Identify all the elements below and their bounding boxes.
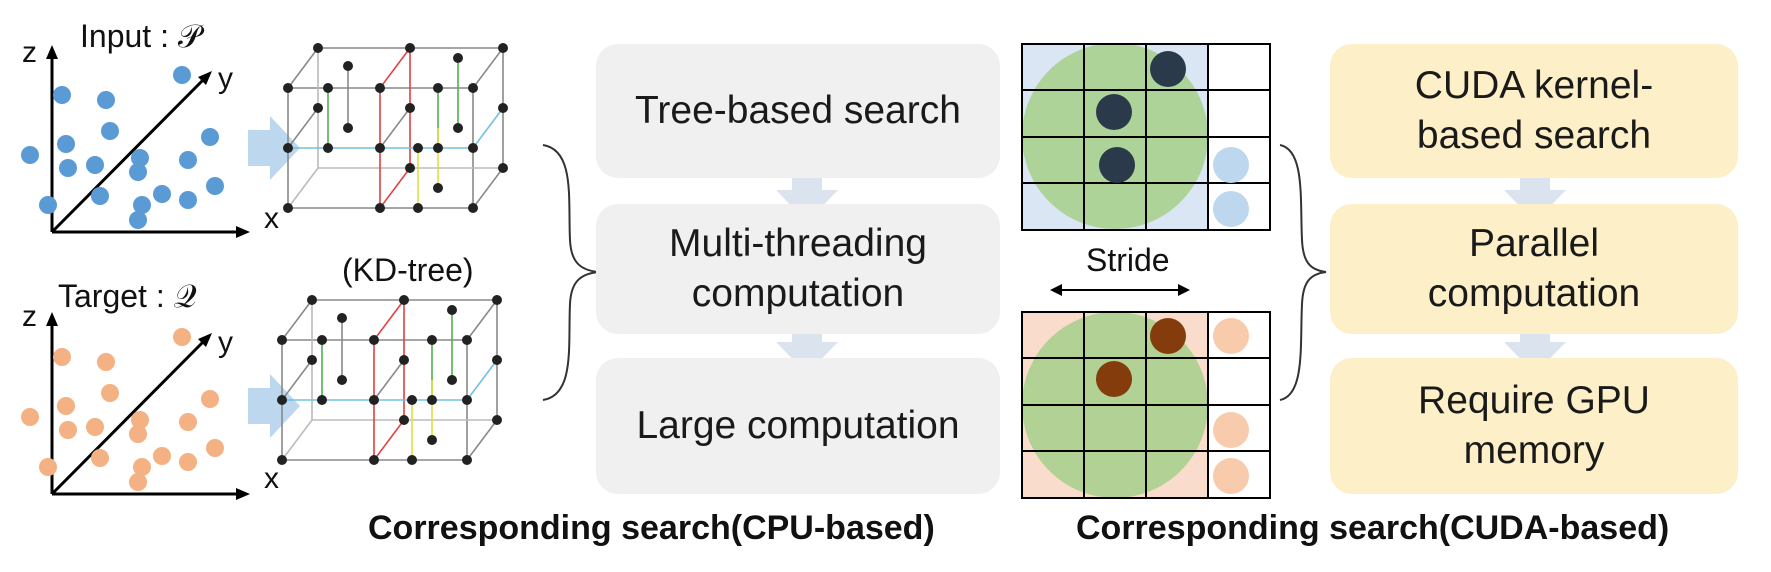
kd-tree-bottom-icon xyxy=(277,295,502,465)
target-axis-y-label: y xyxy=(218,326,233,359)
cpu-box-large-computation: Large computation xyxy=(596,358,1000,494)
scatter-point xyxy=(153,447,171,465)
scatter-point xyxy=(133,458,151,476)
kd-tree-label: (KD-tree) xyxy=(342,252,474,288)
target-axis-x-label: x xyxy=(264,462,279,495)
cuda-box-2-text: Parallel computation xyxy=(1427,222,1641,315)
scatter-point xyxy=(91,187,109,205)
scatter-point xyxy=(153,185,171,203)
cpu-arrow-2 xyxy=(776,322,838,374)
scatter-point xyxy=(39,458,57,476)
scatter-point xyxy=(97,353,115,371)
scatter-point xyxy=(131,149,149,167)
cuda-box-gpu-memory: Require GPU memory xyxy=(1330,358,1738,494)
target-points xyxy=(21,328,224,491)
scatter-point xyxy=(206,439,224,457)
scatter-point xyxy=(131,411,149,429)
scatter-point xyxy=(39,196,57,214)
cuda-arrow-2 xyxy=(1504,322,1566,374)
scatter-point xyxy=(129,163,147,181)
input-axis-x-label: x xyxy=(264,202,279,235)
scatter-point xyxy=(53,348,71,366)
target-axis-z-label: z xyxy=(22,300,37,333)
cpu-box-3-text: Large computation xyxy=(636,404,960,447)
cuda-title: Corresponding search(CUDA-based) xyxy=(1076,509,1670,547)
input-scatter-plot xyxy=(21,45,250,238)
scatter-point xyxy=(129,473,147,491)
stride-label: Stride xyxy=(1086,242,1170,278)
scatter-point xyxy=(86,418,104,436)
scatter-point xyxy=(101,122,119,140)
scatter-point xyxy=(179,151,197,169)
target-label: Target : 𝒬 xyxy=(58,278,197,314)
scatter-point xyxy=(179,191,197,209)
scatter-point xyxy=(97,91,115,109)
scatter-point xyxy=(201,390,219,408)
scatter-point xyxy=(57,397,75,415)
input-to-tree-arrow xyxy=(248,116,300,180)
scatter-point xyxy=(91,449,109,467)
target-scatter-plot xyxy=(21,312,250,500)
cpu-box-1-text: Tree-based search xyxy=(635,89,961,132)
scatter-point xyxy=(201,128,219,146)
scatter-point xyxy=(57,135,75,153)
scatter-point xyxy=(21,146,39,164)
cuda-box-kernel-search: CUDA kernel- based search xyxy=(1330,44,1738,178)
cuda-box-3-text: Require GPU memory xyxy=(1418,379,1650,472)
scatter-point xyxy=(59,159,77,177)
input-label: Input : 𝒫 xyxy=(80,18,201,54)
cuda-arrow-1 xyxy=(1504,170,1566,222)
scatter-point xyxy=(129,211,147,229)
scatter-point xyxy=(206,177,224,195)
scatter-point xyxy=(101,384,119,402)
scatter-point xyxy=(53,86,71,104)
scatter-point xyxy=(173,66,191,84)
grid-bottom xyxy=(1021,311,1271,499)
kd-tree-top-icon xyxy=(283,43,508,213)
scatter-point xyxy=(173,328,191,346)
scatter-point xyxy=(86,156,104,174)
scatter-point xyxy=(59,421,77,439)
stride-arrow xyxy=(1050,284,1190,296)
cpu-brace xyxy=(542,144,599,401)
scatter-point xyxy=(21,408,39,426)
cuda-box-1-text: CUDA kernel- based search xyxy=(1414,64,1654,157)
scatter-point xyxy=(133,196,151,214)
cpu-box-tree-search: Tree-based search xyxy=(596,44,1000,178)
input-axis-z-label: z xyxy=(22,36,37,69)
grid-top xyxy=(1021,43,1271,231)
scatter-point xyxy=(179,453,197,471)
scatter-point xyxy=(129,425,147,443)
input-axis-y-label: y xyxy=(218,62,233,95)
cpu-box-2-text: Multi-threading computation xyxy=(669,222,927,315)
cpu-box-multithreading: Multi-threading computation xyxy=(596,204,1000,334)
cuda-brace xyxy=(1279,144,1327,401)
cuda-box-parallel: Parallel computation xyxy=(1330,204,1738,334)
cpu-title: Corresponding search(CPU-based) xyxy=(368,509,935,547)
target-to-tree-arrow xyxy=(248,374,300,438)
input-points xyxy=(21,66,224,229)
cpu-arrow-1 xyxy=(776,170,838,222)
scatter-point xyxy=(179,413,197,431)
